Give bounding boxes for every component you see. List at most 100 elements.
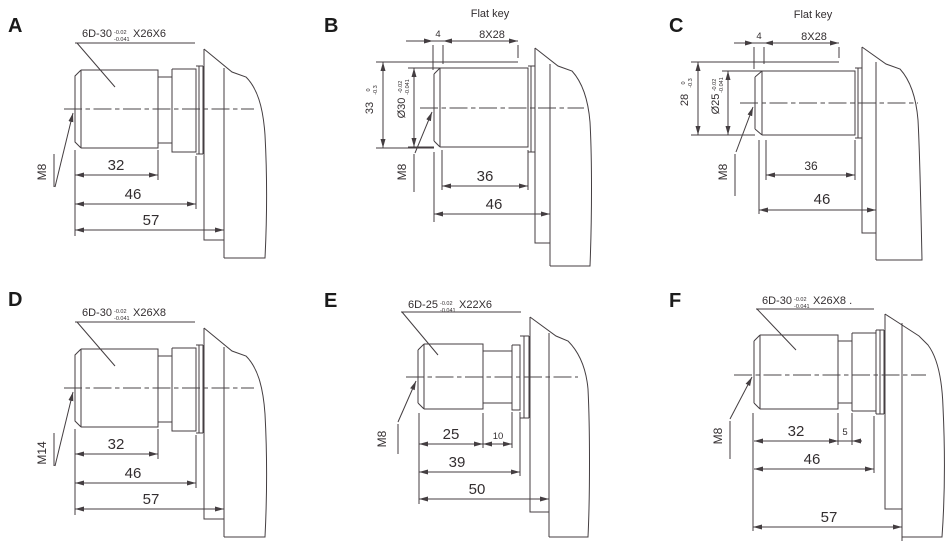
height-dimension: 28 0 -0.3: [679, 61, 839, 136]
thread-callout: M8: [716, 106, 754, 196]
panel-b: B Flat key 8X28 4: [316, 0, 636, 279]
shaft-outline: [753, 329, 885, 415]
thread-callout: M14: [35, 391, 74, 467]
dim-over-key: 28: [679, 94, 691, 106]
thread-callout: M8: [395, 111, 433, 192]
dim-total-length: 50: [469, 481, 486, 498]
thread-callout: M8: [375, 380, 417, 454]
dim-spline-length: 32: [108, 436, 125, 453]
callout-tol-upper: -0.02: [114, 30, 127, 36]
panel-letter: B: [324, 15, 338, 37]
thread-callout: M8: [711, 376, 753, 459]
callout-prefix: 6D-30: [82, 307, 112, 319]
callout-leader: [756, 308, 874, 351]
dim-spline-length: 32: [788, 423, 805, 440]
thread-leader: [54, 391, 74, 467]
dim-shaft-dia-tol-upper: -0.02: [712, 79, 718, 92]
dim-total-length: 46: [814, 191, 831, 208]
key-dimensions: 4: [406, 29, 519, 70]
key-dimensions: 4: [734, 31, 840, 69]
callout-suffix: X26X6: [133, 28, 166, 40]
callout-suffix: X22X6: [459, 299, 492, 311]
dimension-lines: [74, 150, 224, 236]
callout-suffix: X26X8 .: [813, 295, 852, 307]
thread-label: M8: [375, 430, 389, 447]
callout-tol-lower: -0.041: [114, 316, 130, 322]
callout-tol-lower: -0.041: [794, 304, 810, 310]
thread-label: M8: [395, 163, 409, 180]
panel-a: A 6D-30 -0.02 -0.041 X26X6 M8: [0, 0, 316, 279]
dim-total-length: 57: [143, 212, 160, 229]
height-dimension: 33 0 -0.3: [364, 61, 518, 149]
dim-over-key-tol-lower: -0.3: [688, 78, 694, 87]
dim-mid-length: 46: [804, 451, 821, 468]
spline-callout: 6D-30 -0.02 -0.041 X26X8 .: [756, 295, 874, 351]
flat-key-size: 8X28: [479, 29, 505, 41]
thread-leader: [414, 111, 433, 154]
dim-shaft-length: 36: [477, 168, 494, 185]
flat-key-title: Flat key: [471, 8, 510, 20]
dim-spline-length: 32: [108, 157, 125, 174]
dim-shaft-dia: Ø30: [396, 98, 408, 119]
panel-letter: E: [324, 290, 337, 312]
housing-outline: [203, 48, 267, 259]
dimension-lines: [752, 413, 902, 531]
panel-letter: F: [669, 290, 681, 312]
thread-leader: [54, 112, 74, 188]
dim-over-key-tol-upper: 0: [366, 88, 372, 91]
thread-leader: [397, 380, 417, 423]
dimension-lines: [74, 429, 224, 515]
dim-groove-length: 5: [842, 427, 847, 438]
thread-leader: [729, 376, 753, 420]
thread-callout: M8: [35, 112, 74, 188]
callout-tol-lower: -0.041: [114, 37, 130, 43]
shaft-outline: [74, 65, 204, 155]
callout-leader: [75, 321, 195, 367]
thread-label: M14: [35, 441, 49, 465]
dim-total-length: 46: [486, 196, 503, 213]
callout-prefix: 6D-30: [762, 295, 792, 307]
dim-key-offset: 4: [756, 31, 761, 42]
dim-total-length: 57: [143, 491, 160, 508]
housing-outline: [529, 316, 590, 538]
thread-label: M8: [716, 163, 730, 180]
dim-over-key-tol-upper: 0: [681, 81, 687, 84]
dim-shaft-length: 36: [804, 159, 818, 173]
flat-key-callout: Flat key 8X28: [794, 9, 833, 43]
dim-neck-length: 10: [493, 431, 504, 442]
callout-tol-lower: -0.041: [440, 308, 456, 314]
dim-spline-length: 25: [443, 426, 460, 443]
dim-total-length: 57: [821, 509, 838, 526]
diameter-dimension: Ø25 -0.02 -0.041: [710, 70, 762, 135]
panel-e: E 6D-25 -0.02 -0.041 X22X6 M8: [316, 279, 636, 558]
dimension-lines: [433, 150, 550, 222]
thread-leader: [735, 106, 754, 153]
spline-callout: 6D-30 -0.02 -0.041 X26X8: [75, 307, 195, 367]
dim-key-offset: 4: [435, 29, 440, 40]
panel-d: D 6D-30 -0.02 -0.041 X26X8 M14: [0, 279, 316, 558]
dim-mid-length: 39: [449, 454, 466, 471]
dim-shaft-dia-tol-lower: -0.041: [405, 79, 411, 95]
shaft-outline: [433, 65, 536, 153]
callout-prefix: 6D-25: [408, 299, 438, 311]
panel-c: C Flat key 8X28 4: [636, 0, 950, 279]
flat-key-callout: Flat key 8X28: [471, 8, 510, 41]
callout-prefix: 6D-30: [82, 28, 112, 40]
panel-letter: A: [8, 15, 22, 37]
thread-label: M8: [711, 427, 725, 444]
callout-leader: [401, 311, 521, 356]
spline-callout: 6D-30 -0.02 -0.041 X26X6: [75, 28, 195, 88]
callout-tol-upper: -0.02: [440, 301, 453, 307]
dim-shaft-dia-tol-lower: -0.041: [719, 77, 725, 93]
panel-f: F 6D-30 -0.02 -0.041 X26X8 . M8: [636, 279, 950, 558]
dim-shaft-dia-tol-upper: -0.02: [398, 81, 404, 94]
panel-letter: D: [8, 289, 22, 311]
dim-mid-length: 46: [125, 465, 142, 482]
housing-outline: [203, 327, 267, 538]
housing-outline: [884, 313, 945, 541]
housing-outline: [861, 46, 923, 261]
shaft-outline: [74, 344, 204, 434]
callout-leader: [75, 42, 195, 88]
dim-mid-length: 46: [125, 186, 142, 203]
